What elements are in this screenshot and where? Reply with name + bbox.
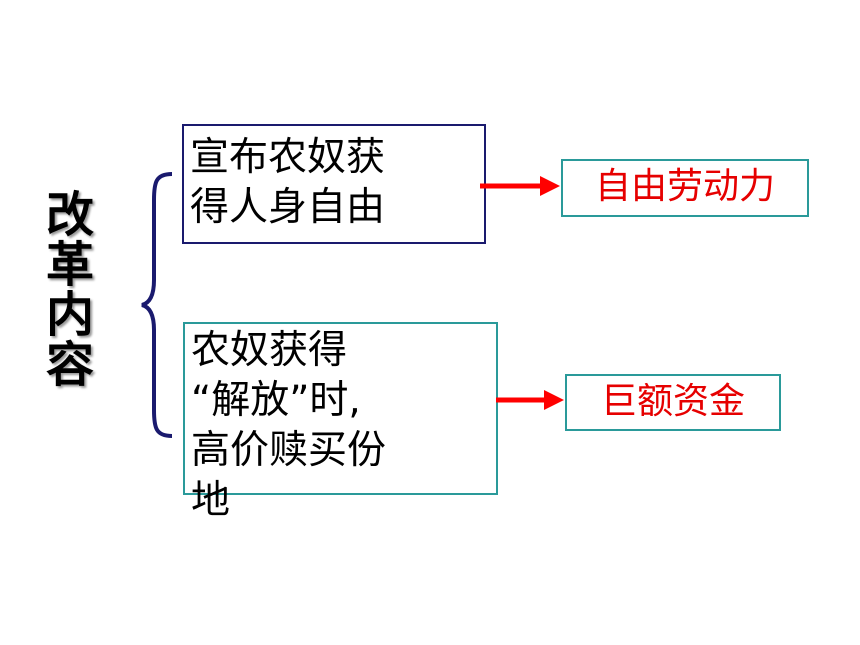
- box-line: 地: [191, 478, 231, 523]
- emancipation-box: 宣布农奴获 得人身自由: [182, 124, 486, 244]
- free-labor-box: 自由劳动力: [561, 159, 809, 217]
- box-line: 农奴获得: [191, 328, 348, 373]
- title-char: 改: [45, 187, 94, 243]
- title-char: 革: [45, 237, 94, 293]
- reform-content-title: 改 革 内 容: [40, 190, 100, 390]
- box-line: 宣布农奴获: [190, 135, 386, 180]
- box-line: “解放”时,: [191, 378, 361, 423]
- curly-brace-icon: [141, 172, 173, 438]
- redemption-box: 农奴获得 “解放”时, 高价赎买份 地: [183, 322, 498, 523]
- box-line: 得人身自由: [190, 185, 386, 230]
- arrow-right-icon: [480, 176, 560, 196]
- title-char: 内: [45, 287, 94, 343]
- title-char: 容: [45, 337, 94, 393]
- arrow-right-icon: [496, 390, 564, 410]
- huge-funds-box: 巨额资金: [565, 374, 781, 431]
- box-line: 高价赎买份: [191, 428, 387, 473]
